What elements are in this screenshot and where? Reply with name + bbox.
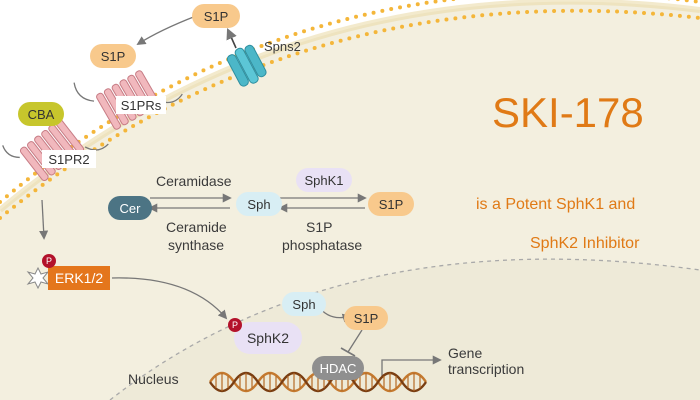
arrow-spns2-to-s1p — [226, 27, 237, 49]
cba-pill: CBA — [18, 102, 64, 126]
spns2-channel-icon — [226, 44, 267, 87]
erk-box: ERK1/2 — [48, 266, 110, 290]
sph-nucleus-pill: Sph — [282, 292, 326, 316]
hdac-pill: HDAC — [312, 356, 364, 380]
ceramide-synthase-line-2: synthase — [168, 237, 225, 253]
page-title: SKI-178 — [492, 89, 644, 136]
s1prs-label: S1PRs — [116, 96, 166, 114]
s1p-phosphatase-line-2: phosphatase — [282, 237, 363, 253]
erk-phospho-icon: P — [42, 254, 56, 268]
sphk2-pill: SphK2 — [234, 322, 302, 354]
arrow-erk-to-sphk2 — [111, 277, 228, 320]
subtitle-line-1: is a Potent SphK1 and — [476, 196, 636, 213]
nuclear-envelope — [109, 258, 700, 400]
arrow-s1pr2-to-erk — [39, 199, 49, 240]
sphk1-pill: SphK1 — [296, 168, 352, 192]
gene-transcription-line-1: Gene — [448, 345, 483, 361]
ceramide-synthase-line-1: Ceramide — [166, 219, 227, 235]
arrow-s1p-export — [136, 15, 197, 45]
gene-transcription-line-2: transcription — [448, 361, 525, 377]
s1p-mid-pill: S1P — [368, 192, 414, 216]
s1pr2-label: S1PR2 — [42, 150, 96, 168]
nucleus-region — [110, 259, 700, 400]
s1p-nucleus-pill: S1P — [344, 306, 388, 330]
arrow-gene-transcription — [381, 355, 442, 376]
nucleus-label: Nucleus — [128, 371, 179, 387]
arrows-sphk1 — [278, 193, 367, 213]
cer-pill: Cer — [108, 196, 152, 220]
s1p-top-pill: S1P — [192, 4, 240, 28]
s1p-left-pill: S1P — [90, 44, 136, 68]
s1p-phosphatase-line-1: S1P — [306, 219, 333, 235]
ceramidase-label: Ceramidase — [156, 173, 232, 189]
inhibition-s1p-hdac — [340, 329, 363, 357]
subtitle-line-2: SphK2 Inhibitor — [530, 235, 640, 252]
spns2-label: Spns2 — [264, 39, 301, 54]
sph-mid-pill: Sph — [236, 192, 282, 216]
sphk2-phospho-icon: P — [228, 318, 242, 332]
arrows-ceramidase — [148, 193, 232, 213]
